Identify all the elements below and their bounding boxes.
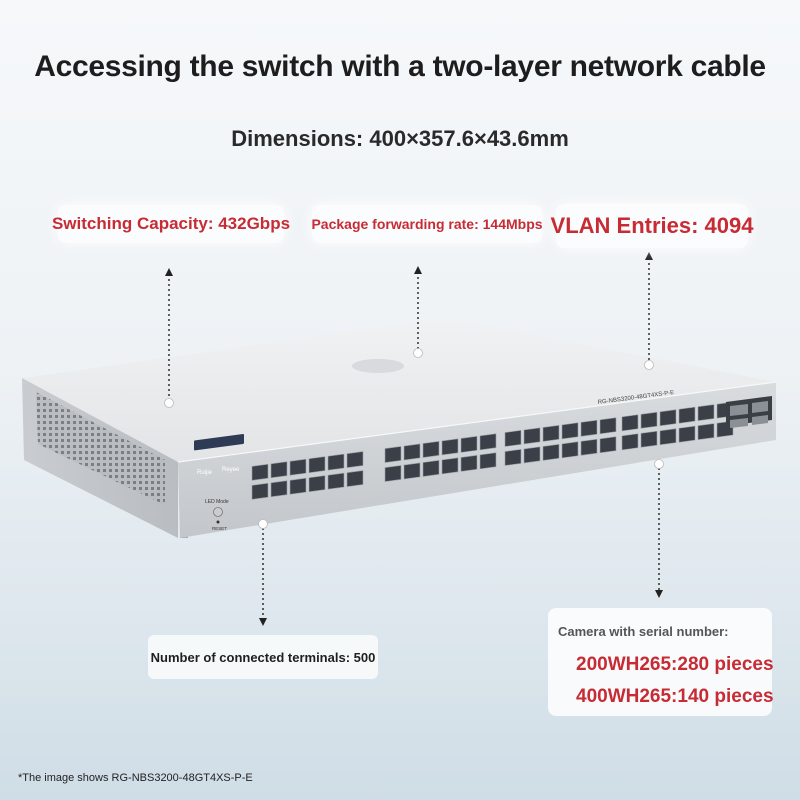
- camera-title: Camera with serial number:: [558, 624, 729, 639]
- rj45-port: [403, 462, 421, 480]
- rj45-port: [580, 438, 598, 456]
- page-title: Accessing the switch with a two-layer ne…: [34, 50, 766, 83]
- led-mode-label: LED Mode: [205, 499, 229, 505]
- reset-label: RESET: [212, 526, 227, 531]
- switch-top-face: [22, 318, 776, 462]
- rj45-port: [580, 419, 598, 437]
- rj45-port: [289, 477, 307, 495]
- arrow-up-icon: [165, 268, 173, 276]
- rj45-port: [422, 460, 440, 477]
- rj45-port: [289, 458, 307, 476]
- rj45-port: [384, 465, 402, 482]
- rj45-port: [346, 451, 364, 469]
- rj45-port: [479, 433, 497, 451]
- rj45-port: [403, 443, 421, 461]
- rj45-port: [640, 411, 658, 429]
- callout-dot: [644, 360, 654, 370]
- rj45-port: [441, 457, 459, 475]
- rj45-port: [327, 472, 345, 490]
- footnote: *The image shows RG-NBS3200-48GT4XS-P-E: [18, 772, 253, 784]
- sfp-ports: [726, 396, 772, 428]
- rj45-port: [542, 424, 560, 442]
- rj45-port: [523, 427, 541, 445]
- vlan-entries-callout: VLAN Entries: 4094: [551, 204, 753, 248]
- top-emblem: [352, 359, 404, 373]
- brand-logo: [194, 433, 244, 451]
- camera-capacity-callout: Camera with serial number: 200WH265:280 …: [548, 608, 774, 716]
- dimensions-label: Dimensions: 400×357.6×43.6mm: [231, 126, 569, 151]
- rj45-port: [460, 454, 478, 472]
- rj45-port: [441, 438, 459, 456]
- rj45-port: [697, 404, 715, 422]
- callout-dot: [413, 348, 423, 358]
- rj45-port: [542, 443, 560, 461]
- reset-pinhole[interactable]: [216, 520, 220, 524]
- rj45-port: [561, 441, 579, 459]
- led-mode-button[interactable]: [213, 507, 223, 517]
- rj45-port: [678, 425, 696, 443]
- rj45-port: [640, 430, 658, 448]
- brand-logo-text: Ruijie: [197, 470, 213, 476]
- callout-dot: [258, 519, 268, 529]
- rj45-port: [599, 417, 617, 435]
- rj45-port: [697, 423, 715, 441]
- rj45-port: [308, 456, 326, 474]
- forwarding-rate-callout: Package forwarding rate: 144Mbps: [311, 205, 543, 243]
- camera-line-200wh265: 200WH265:280 pieces: [576, 654, 774, 675]
- rj45-port: [504, 430, 522, 447]
- rj45-port-groups: [251, 401, 734, 500]
- callout-dot: [164, 398, 174, 408]
- rj45-port: [346, 470, 364, 488]
- sub-brand-logo-text: Reyee: [222, 467, 240, 473]
- switching-capacity-callout: Switching Capacity: 432Gbps: [52, 205, 290, 243]
- rj45-port: [327, 453, 345, 471]
- rj45-port: [422, 441, 440, 458]
- rj45-port: [659, 409, 677, 427]
- rj45-port: [621, 414, 639, 432]
- rj45-port: [251, 482, 269, 500]
- rj45-port: [599, 436, 617, 454]
- rj45-port: [479, 452, 497, 470]
- rj45-port: [270, 461, 288, 479]
- rj45-port: [460, 435, 478, 453]
- rj45-port: [251, 463, 269, 481]
- camera-line-400wh265: 400WH265:140 pieces: [576, 686, 774, 707]
- rj45-port: [270, 480, 288, 498]
- side-vent: [36, 392, 165, 505]
- callout-dot: [654, 459, 664, 469]
- rj45-port: [621, 433, 639, 451]
- arrow-down-icon: [259, 618, 267, 626]
- arrow-up-icon: [414, 266, 422, 274]
- arrow-down-icon: [655, 590, 663, 598]
- rj45-port: [561, 422, 579, 440]
- rj45-port: [678, 406, 696, 424]
- rj45-port: [308, 475, 326, 493]
- connected-terminals-callout: Number of connected terminals: 500: [148, 635, 378, 679]
- rj45-port: [504, 449, 522, 466]
- rj45-port: [384, 446, 402, 463]
- arrow-up-icon: [645, 252, 653, 260]
- rj45-port: [659, 428, 677, 446]
- rj45-port: [523, 446, 541, 464]
